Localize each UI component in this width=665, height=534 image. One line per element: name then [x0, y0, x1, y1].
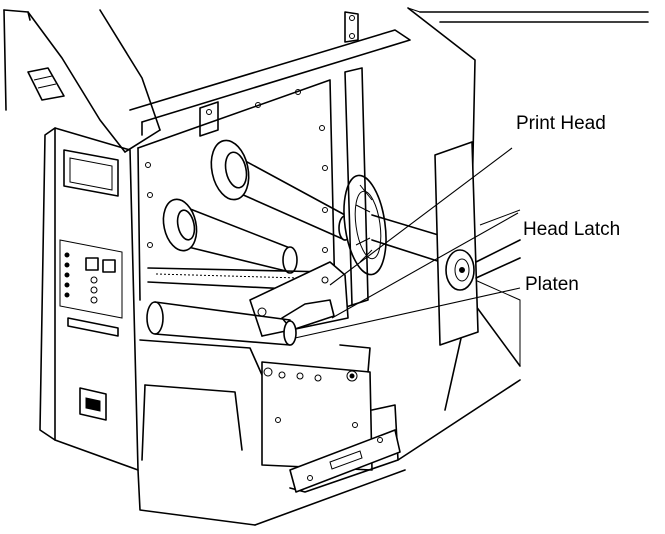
pause-key[interactable] — [85, 257, 99, 271]
lcd-display — [63, 149, 119, 197]
leader-lines — [294, 147, 521, 339]
leader-head-latch — [331, 212, 519, 319]
key-2[interactable] — [90, 286, 98, 294]
feed-key[interactable] — [102, 259, 116, 273]
front-panel — [39, 127, 256, 526]
base-tray — [254, 379, 521, 526]
leader-platen — [294, 287, 521, 339]
leader-print-head — [329, 147, 513, 286]
inner-frame-top — [129, 11, 411, 137]
media-guide-plate — [434, 141, 521, 346]
key-3[interactable] — [90, 296, 98, 304]
label-head-latch: Head Latch — [523, 219, 620, 240]
lower-mechanism — [139, 339, 373, 471]
brand-logo — [27, 67, 65, 101]
ribbon-rewind-spindle — [162, 198, 298, 274]
panel-strip — [67, 317, 119, 337]
label-platen: Platen — [525, 274, 579, 295]
top-cover — [3, 9, 161, 153]
label-print-head: Print Head — [516, 113, 606, 134]
platen-roller — [146, 301, 297, 346]
status-leds — [64, 252, 70, 298]
key-1[interactable] — [90, 276, 98, 284]
print-head-assembly — [147, 261, 349, 337]
